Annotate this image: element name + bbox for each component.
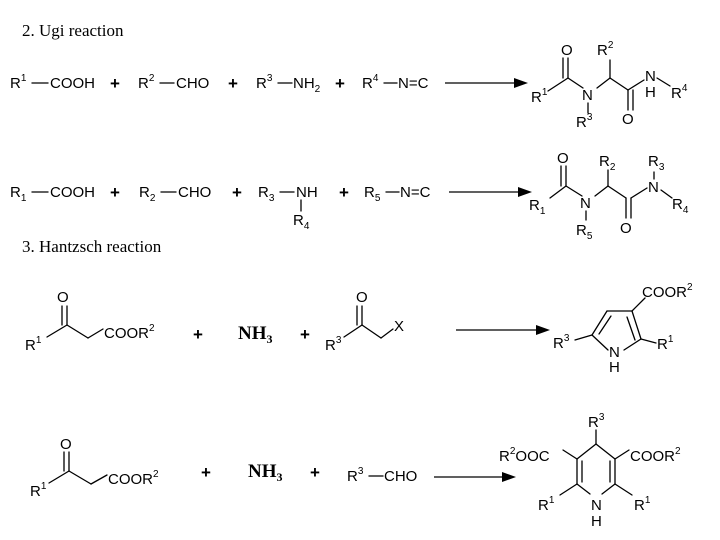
plus-sign: + <box>310 463 320 482</box>
svg-text:O: O <box>356 289 368 306</box>
svg-text:N=C: N=C <box>400 184 431 201</box>
svg-text:R1: R1 <box>10 73 27 92</box>
svg-text:R1: R1 <box>634 495 651 514</box>
hantzsch-row2-ketoester: O R1 COOR2 <box>30 436 159 500</box>
svg-text:O: O <box>557 150 569 167</box>
svg-text:COOH: COOH <box>50 75 95 92</box>
svg-text:COOR2: COOR2 <box>104 323 155 342</box>
reaction-arrow <box>449 187 532 197</box>
svg-text:R5: R5 <box>364 184 381 204</box>
svg-text:R3: R3 <box>588 412 605 431</box>
svg-text:R4: R4 <box>362 73 379 92</box>
svg-text:CHO: CHO <box>176 75 209 92</box>
plus-sign: + <box>228 74 238 93</box>
svg-text:R1: R1 <box>25 335 42 354</box>
svg-text:R2: R2 <box>139 184 156 204</box>
ugi-section-title: 2. Ugi reaction <box>22 21 124 40</box>
svg-text:H: H <box>645 84 656 101</box>
svg-text:COOR2: COOR2 <box>630 446 681 465</box>
svg-text:R2: R2 <box>138 73 155 92</box>
plus-sign: + <box>339 183 349 202</box>
ugi-row2-isocyanide: R5 N=C <box>364 184 431 204</box>
ammonia: NH3 <box>238 323 273 346</box>
svg-text:O: O <box>57 289 69 306</box>
svg-text:R3: R3 <box>258 184 275 204</box>
svg-text:R3: R3 <box>325 335 342 354</box>
svg-text:N: N <box>645 68 656 85</box>
hantzsch-row2-dihydropyridine-product: N H R3 R2OOC COOR2 R1 R1 <box>499 412 681 530</box>
ugi-row1-reactants: R1 COOH + R2 CHO + R3 NH2 + R4 N=C <box>10 73 429 95</box>
hantzsch-row1-haloketone: O R3 X <box>325 289 404 354</box>
svg-text:R1: R1 <box>538 495 555 514</box>
reaction-arrow <box>456 325 550 335</box>
svg-text:R1: R1 <box>30 481 47 500</box>
svg-text:N=C: N=C <box>398 75 429 92</box>
svg-text:N: N <box>591 497 602 514</box>
hantzsch-row2-aldehyde: R3 CHO <box>347 466 417 485</box>
plus-sign: + <box>201 463 211 482</box>
svg-text:O: O <box>620 220 632 237</box>
hantzsch-row1-ketoester: O R1 COOR2 <box>25 289 155 354</box>
plus-sign: + <box>232 183 242 202</box>
svg-text:R2: R2 <box>597 40 614 59</box>
hantzsch-section-title: 3. Hantzsch reaction <box>22 237 162 256</box>
svg-text:R3: R3 <box>256 73 273 92</box>
ugi-row2-product: O R1 N R5 R2 O N R3 R4 <box>529 150 689 242</box>
svg-text:R3: R3 <box>553 333 570 352</box>
svg-text:R4: R4 <box>293 212 310 232</box>
plus-sign: + <box>335 74 345 93</box>
svg-text:CHO: CHO <box>178 184 211 201</box>
svg-text:O: O <box>561 42 573 59</box>
svg-text:CHO: CHO <box>384 468 417 485</box>
reaction-arrow <box>434 472 516 482</box>
svg-text:R2OOC: R2OOC <box>499 446 550 465</box>
svg-text:N: N <box>582 87 593 104</box>
ammonia: NH3 <box>248 461 283 484</box>
svg-text:H: H <box>609 359 620 376</box>
svg-text:R1: R1 <box>531 87 548 106</box>
svg-text:R3: R3 <box>347 466 364 485</box>
plus-sign: + <box>300 325 310 344</box>
svg-text:H: H <box>591 513 602 530</box>
ugi-row1-carboxylic-acid: R1 COOH <box>10 73 95 92</box>
ugi-row2-secondary-amine: R3 NH R4 <box>258 184 318 232</box>
svg-text:R1: R1 <box>657 334 674 353</box>
svg-text:N: N <box>609 344 620 361</box>
ugi-row1-aldehyde: R2 CHO <box>138 73 209 92</box>
ugi-row2-carboxylic-acid: R1 COOH <box>10 184 95 204</box>
ugi-row2-reactants: R1 COOH + R2 CHO + R3 NH R4 + R5 N=C <box>10 183 431 232</box>
svg-text:N: N <box>648 179 659 196</box>
plus-sign: + <box>110 183 120 202</box>
svg-text:R3: R3 <box>576 112 593 131</box>
reaction-arrow <box>445 78 528 88</box>
svg-text:R4: R4 <box>672 196 689 216</box>
ugi-row1-amine: R3 NH2 <box>256 73 321 95</box>
svg-text:COOH: COOH <box>50 184 95 201</box>
plus-sign: + <box>193 325 203 344</box>
svg-text:NH2: NH2 <box>293 75 321 95</box>
svg-text:O: O <box>622 111 634 128</box>
ugi-row1-isocyanide: R4 N=C <box>362 73 429 92</box>
svg-text:COOR2: COOR2 <box>642 282 693 301</box>
ugi-row2-aldehyde: R2 CHO <box>139 184 211 204</box>
svg-text:NH: NH <box>296 184 318 201</box>
svg-text:R4: R4 <box>671 83 688 102</box>
hantzsch-row1-pyrrole-product: N H COOR2 R3 R1 <box>553 282 693 376</box>
svg-text:R1: R1 <box>10 184 27 204</box>
svg-text:R2: R2 <box>599 153 616 173</box>
svg-text:X: X <box>394 318 404 335</box>
svg-text:N: N <box>580 195 591 212</box>
svg-text:R5: R5 <box>576 222 593 242</box>
ugi-row1-product: O R1 N R3 R2 O N H R4 <box>531 40 688 131</box>
svg-text:R3: R3 <box>648 153 665 173</box>
svg-text:R1: R1 <box>529 197 546 217</box>
plus-sign: + <box>110 74 120 93</box>
svg-text:COOR2: COOR2 <box>108 469 159 488</box>
svg-text:O: O <box>60 436 72 453</box>
